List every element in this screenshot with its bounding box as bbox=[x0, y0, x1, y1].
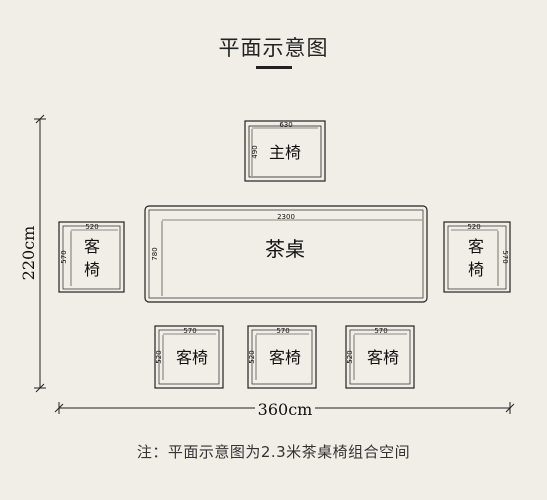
main-chair: 630 490 主椅 bbox=[244, 120, 326, 182]
right-chair-depth: 570 bbox=[501, 250, 509, 263]
left-chair: 520 570 客 椅 bbox=[58, 221, 125, 293]
total-height-label: 220cm bbox=[19, 226, 38, 281]
bottom-chair-1-width: 570 bbox=[183, 327, 196, 335]
left-chair-width: 520 bbox=[85, 223, 98, 231]
bottom-chair-1: 570 520 客椅 bbox=[154, 325, 224, 389]
width-dimension-line: 360cm bbox=[54, 400, 515, 419]
bottom-chair-3-label: 客椅 bbox=[367, 348, 399, 367]
left-chair-label-2: 椅 bbox=[84, 260, 100, 279]
tea-table: 2300 780 茶桌 bbox=[144, 205, 428, 303]
page-title: 平面示意图 bbox=[218, 36, 329, 60]
right-chair-width: 520 bbox=[467, 223, 480, 231]
tea-table-width: 2300 bbox=[277, 213, 295, 221]
total-width-label: 360cm bbox=[258, 400, 313, 419]
bottom-chair-2: 570 520 客椅 bbox=[247, 325, 317, 389]
bottom-chair-2-width: 570 bbox=[276, 327, 289, 335]
bottom-chair-2-depth: 520 bbox=[248, 350, 256, 363]
left-chair-depth: 570 bbox=[60, 250, 68, 263]
bottom-chair-1-label: 客椅 bbox=[176, 348, 208, 367]
bottom-chair-2-label: 客椅 bbox=[269, 348, 301, 367]
tea-table-depth: 780 bbox=[151, 247, 159, 260]
right-chair-label-2: 椅 bbox=[468, 260, 484, 279]
bottom-chair-3: 570 520 客椅 bbox=[345, 325, 415, 389]
tea-table-label: 茶桌 bbox=[265, 237, 305, 261]
main-chair-depth: 490 bbox=[251, 145, 259, 158]
main-chair-label: 主椅 bbox=[269, 143, 301, 162]
right-chair-label-1: 客 bbox=[468, 237, 484, 256]
floor-plan-diagram: 630 490 主椅 2300 780 茶桌 520 570 客 椅 bbox=[19, 114, 515, 419]
bottom-chair-3-depth: 520 bbox=[346, 350, 354, 363]
title-underline bbox=[256, 66, 292, 69]
right-chair: 520 570 客 椅 bbox=[443, 221, 511, 293]
height-dimension-line: 220cm bbox=[19, 114, 46, 393]
bottom-chair-3-width: 570 bbox=[374, 327, 387, 335]
bottom-chair-1-depth: 520 bbox=[155, 350, 163, 363]
main-chair-width: 630 bbox=[279, 121, 292, 129]
caption-note: 注：平面示意图为2.3米茶桌椅组合空间 bbox=[136, 443, 411, 461]
left-chair-label-1: 客 bbox=[84, 237, 100, 256]
